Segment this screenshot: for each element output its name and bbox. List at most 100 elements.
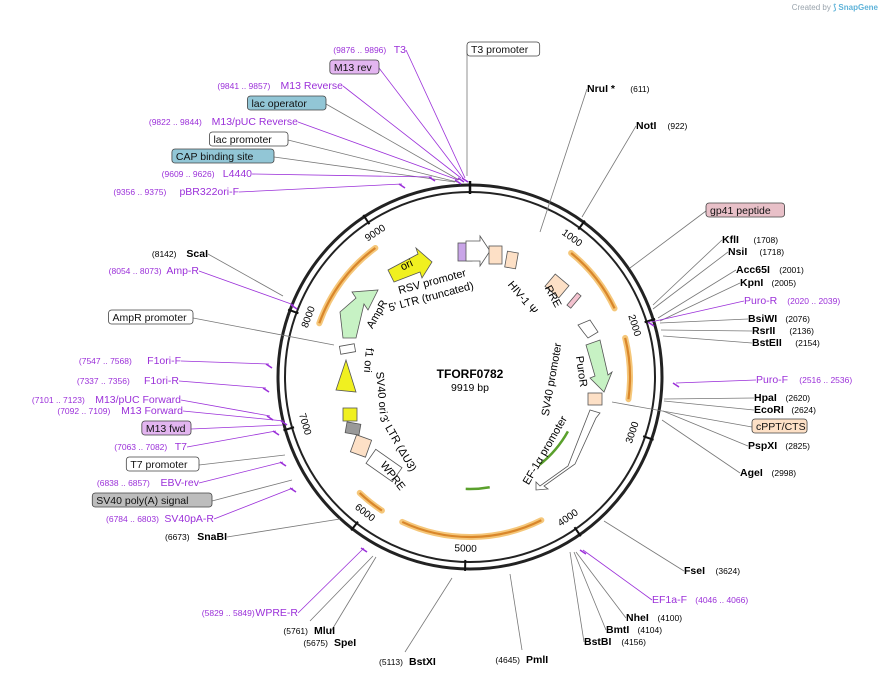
outer-features <box>316 244 633 540</box>
snapgene-credit: Created by ⟆ SnapGene <box>792 3 878 12</box>
ori-arrow <box>387 246 433 283</box>
f1ori-label: f1 ori <box>361 348 375 373</box>
label-name-noti: NotI <box>636 120 656 132</box>
site-label-bstbi: BstBI(4156) <box>584 636 646 648</box>
label-coord-noti: (922) <box>668 121 688 131</box>
label-name-lac-promoter: lac promoter <box>213 134 272 146</box>
leader-sv40-poly-a-signal <box>211 479 293 502</box>
leader-agei <box>661 419 741 474</box>
leader-acc65i <box>657 269 737 319</box>
credit-prefix: Created by <box>791 3 831 12</box>
label-coord-m13-forward: (7092 .. 7109) <box>57 406 110 416</box>
leader-m13-reverse <box>342 85 462 179</box>
label-box-gp41-peptide <box>705 202 785 218</box>
site-label-sv40-poly-a-signal: SV40 poly(A) signal <box>91 492 213 508</box>
tick-4000 <box>573 526 582 537</box>
tick-8000 <box>287 308 299 315</box>
primer-mark-ef1a-f <box>579 549 587 555</box>
sv40ori-box <box>342 407 358 422</box>
primer-mark-puro-r <box>647 321 655 327</box>
leader-bmti <box>573 551 607 631</box>
site-label-wpre-r: WPRE-R(5829 .. 5849) <box>202 607 299 619</box>
ori-label: ori <box>399 257 415 273</box>
ltr3-box <box>349 434 373 458</box>
label-coord-m13-reverse: (9841 .. 9857) <box>217 81 270 91</box>
leader-pmli <box>509 573 523 651</box>
label-name-scai: ScaI <box>186 248 208 260</box>
feature-arc-3 <box>401 519 542 539</box>
label-box-ampr-promoter <box>108 309 194 325</box>
label-name-spei: SpeI <box>334 637 356 649</box>
label-box-m13-rev <box>329 59 380 75</box>
site-label-fsei: FseI(3624) <box>684 565 740 577</box>
site-label-ef1a-f: EF1a-F(4046 .. 4066) <box>652 594 748 606</box>
tick-3000 <box>642 435 654 441</box>
plasmid-name: TFORF0782 <box>437 367 504 381</box>
label-name-agei: AgeI <box>740 467 763 479</box>
label-coord-scai: (8142) <box>152 249 177 259</box>
tick-label-1000: 1000 <box>560 227 585 249</box>
feature-arc-green-1 <box>538 430 570 466</box>
leader-cppt-cts <box>611 401 753 428</box>
lac-box <box>338 343 357 355</box>
ef1a-arrow <box>535 409 601 491</box>
label-coord-bmti: (4104) <box>638 625 663 635</box>
leader-lac-operator <box>325 103 460 181</box>
tick-7000 <box>283 426 295 432</box>
sv40ori-label: SV40 ori <box>373 371 389 414</box>
leader-rsrii <box>660 329 753 332</box>
site-label-l4440: L4440(9609 .. 9626) <box>162 168 252 180</box>
tick-label-2000: 2000 <box>625 313 642 338</box>
site-label-agei: AgeI(2998) <box>740 467 796 479</box>
label-name-bstxi: BstXI <box>409 656 436 668</box>
site-label-bsteii: BstEII(2154) <box>752 337 820 349</box>
primer-mark-f1ori-f <box>265 363 273 369</box>
label-coord-bstbi: (4156) <box>621 637 646 647</box>
puror-arrow <box>585 339 613 393</box>
label-name-ebv-rev: EBV-rev <box>160 477 199 489</box>
label-box-t7-promoter <box>125 456 200 472</box>
label-coord-wpre-r: (5829 .. 5849) <box>202 608 255 618</box>
site-label-nrui: NruI *(611) <box>587 83 650 95</box>
site-label-puro-r: Puro-R(2020 .. 2039) <box>744 295 840 307</box>
primer-mark-m13-puc-reverse <box>454 179 462 185</box>
label-coord-snabi: (6673) <box>165 532 190 542</box>
label-name-gp41-peptide: gp41 peptide <box>710 205 771 217</box>
leader-f1ori-r <box>178 380 267 389</box>
label-name-m13-fwd: M13 fwd <box>146 423 186 435</box>
site-label-m13-puc-reverse: M13/pUC Reverse (9822 .. 9844) <box>149 116 298 128</box>
label-coord-nrui: (611) <box>630 84 649 94</box>
puror-label: PuroR <box>573 355 589 388</box>
leader-lac-promoter <box>287 139 458 183</box>
leader-scai <box>207 253 284 297</box>
leader-snabi <box>226 518 341 538</box>
label-coord-pmli: (4645) <box>495 655 520 665</box>
leader-m13-fwd <box>190 424 284 430</box>
label-coord-l4440: (9609 .. 9626) <box>162 169 215 179</box>
leader-hpai <box>663 397 755 400</box>
leader-kfli <box>652 239 723 306</box>
label-name-m13-puc-reverse: M13/pUC Reverse <box>212 116 299 128</box>
site-label-mlui: MluI(5761) <box>283 625 335 637</box>
label-name-m13-rev: M13 rev <box>334 62 373 74</box>
label-coord-fsei: (3624) <box>716 566 741 576</box>
leader-bstxi <box>404 577 453 653</box>
primer-mark-l4440 <box>428 176 436 182</box>
leader-gp41-peptide <box>629 210 707 269</box>
label-coord-m13-puc-reverse: (9822 .. 9844) <box>149 117 202 127</box>
label-coord-spei: (5675) <box>303 638 328 648</box>
label-coord-nsii: (1718) <box>760 247 785 257</box>
leader-t7 <box>186 430 277 448</box>
label-box-cppt-cts <box>751 418 808 434</box>
feature-arc-5 <box>318 247 377 324</box>
label-name-snabi: SnaBI <box>197 531 227 543</box>
label-name-ecori: EcoRI <box>754 404 784 416</box>
leader-t3 <box>405 49 466 179</box>
label-coord-ebv-rev: (6838 .. 6857) <box>97 478 150 488</box>
site-label-kpni: KpnI(2005) <box>740 277 796 289</box>
site-label-m13-rev: M13 rev <box>329 59 380 75</box>
label-name-t7: T7 <box>175 441 187 453</box>
label-name-lac-operator: lac operator <box>251 98 307 110</box>
